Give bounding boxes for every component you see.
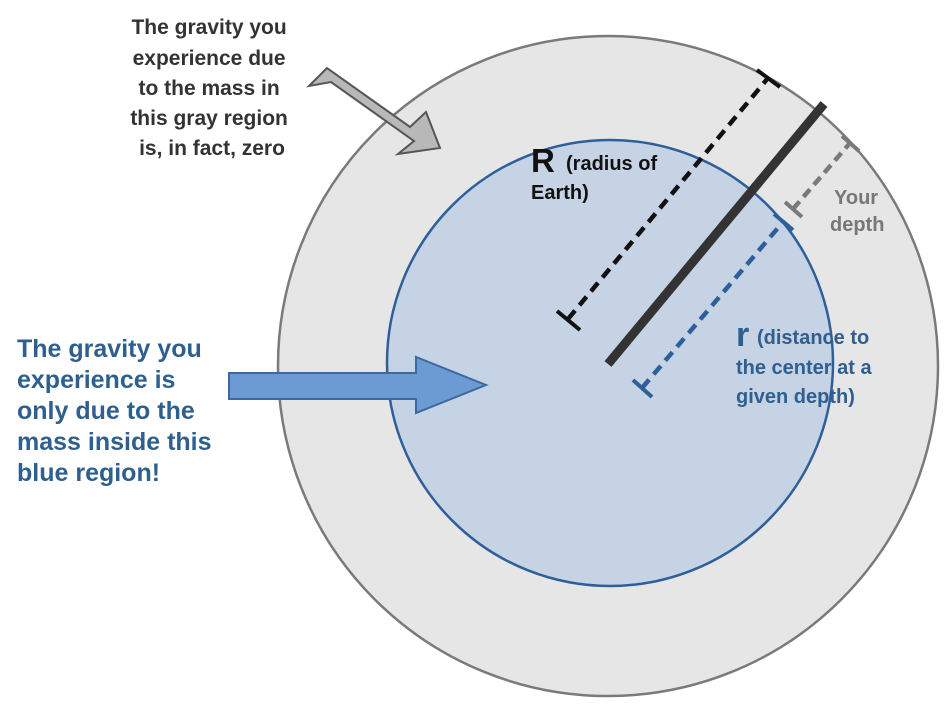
gray-region-note-line: to the mass in: [138, 77, 279, 100]
radius-R-end-cap-inner: [555, 309, 582, 332]
center-to-surface-line: [604, 101, 828, 367]
blue-region-note-line: The gravity you: [17, 335, 202, 363]
distance-r-dashed-line: [640, 220, 785, 390]
distance-r-description: (distance to the center at a given depth…: [736, 327, 877, 408]
gray-region-note: The gravity you experience due to the ma…: [130, 16, 293, 160]
blue-region-note: The gravity you experience is only due t…: [17, 335, 218, 487]
gray-region-note-line: this gray region: [130, 107, 288, 130]
depth-end-cap-outer: [840, 134, 861, 153]
distance-r-end-cap-inner: [631, 378, 654, 399]
distance-r-letter: r: [736, 316, 749, 354]
radius-R-description-line: (radius of: [566, 153, 657, 175]
radius-R-letter: R: [531, 142, 555, 179]
blue-region-note-line: blue region!: [17, 459, 160, 487]
distance-r-description-line: given depth): [736, 386, 855, 408]
gray-region-arrow: [306, 66, 442, 156]
radius-R-end-cap-outer: [755, 68, 782, 89]
depth-label: Your depth: [830, 187, 884, 236]
radius-R-dashed-line: [566, 76, 770, 321]
radius-R-description-line: Earth): [531, 182, 589, 204]
blue-region-arrow: [228, 355, 489, 415]
depth-dashed-line: [791, 141, 852, 211]
depth-end-cap-inner: [783, 200, 804, 219]
blue-region-note-line: only due to the: [17, 397, 195, 425]
distance-r-end-cap-outer: [772, 212, 795, 232]
blue-region-note-line: experience is: [17, 366, 175, 394]
gray-region-note-line: is, in fact, zero: [139, 137, 285, 160]
depth-label-line: depth: [830, 214, 884, 236]
blue-region-note-line: mass inside this: [17, 428, 212, 456]
gray-region-note-line: The gravity you: [131, 16, 286, 39]
gray-region-note-line: experience due: [133, 47, 286, 70]
radius-R-description: (radius of Earth): [531, 153, 663, 204]
distance-r-description-line: the center at a: [736, 357, 872, 379]
distance-r-description-line: (distance to: [757, 327, 869, 349]
depth-label-line: Your: [834, 187, 878, 209]
